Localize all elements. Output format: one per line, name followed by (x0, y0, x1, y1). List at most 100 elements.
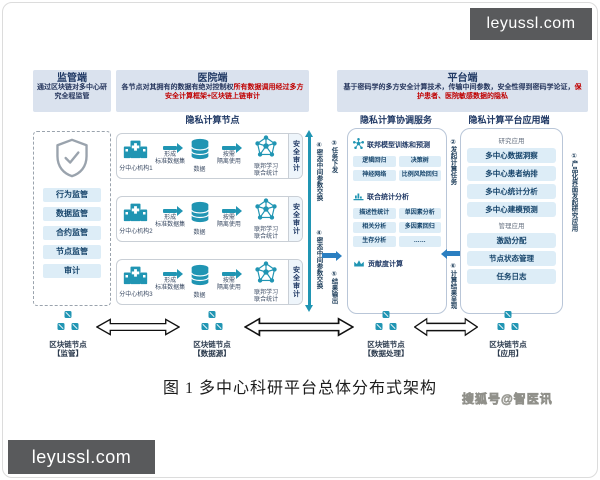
model-section-title: 联邦模型训练和预测 (367, 142, 430, 149)
blockchain-node-app: 区块链节点 【应用】 (478, 310, 538, 358)
regulator-title: 监管端 (57, 73, 87, 84)
blockchain-icon (199, 311, 225, 338)
blockchain-icon (495, 311, 521, 338)
platform-header: 平台端 基于密码学的多方安全计算技术，传输中间参数，安全性得到密码学论证，保护患… (337, 70, 588, 112)
double-arrow-icon (243, 317, 355, 342)
contrib-section-title: 贡献度计算 (368, 261, 403, 268)
security-audit-band: 安全审计 (288, 134, 302, 178)
step-label: 按需 隔离使用 (216, 278, 241, 291)
hospital-desc-red: 所有数据调用经过多方安全计算框架+区块链上链审计 (164, 84, 304, 100)
mgmt-pill: 任务日志 (467, 269, 556, 284)
regulator-item: 审计 (43, 264, 101, 278)
research-pill: 多中心数据洞察 (467, 148, 556, 163)
stats-pill: 描述性统计 (353, 208, 396, 219)
database-icon (190, 264, 210, 291)
watermark-bottom: leyussl.com (8, 440, 155, 474)
hospital-row: 分中心机构3 形成 标准数据集 数据 按需 隔离使用 联邦学习 联合统计 安全审… (116, 259, 303, 305)
shield-check-icon (53, 138, 91, 183)
figure-caption: 图 1 多中心科研平台总体分布式架构 (162, 380, 437, 397)
app-side-panel: 研究应用 多中心数据洞察 多中心患者纳排 多中心统计分析 多中心建模预测 管理应… (460, 128, 563, 314)
node-name: 区块链节点 (49, 340, 87, 349)
mgmt-pill: 节点状态管理 (467, 251, 556, 266)
federated-label: 联邦学习 联合统计 (254, 226, 279, 240)
org-label: 分中心机构3 (119, 292, 153, 298)
research-group-label: 研究应用 (498, 138, 525, 145)
regulator-desc: 通过区块链对多中心研究全程监管 (37, 84, 107, 100)
regulator-item: 数据监管 (43, 207, 101, 221)
double-arrow-icon (413, 317, 479, 342)
flow-label-param-exchange-top: ④密态中间参数交换 (315, 141, 322, 201)
federated-network-icon (254, 260, 278, 288)
org-label: 分中心机构1 (119, 166, 153, 172)
research-pill: 多中心建模预测 (467, 202, 556, 217)
task-flow-arrow-left (447, 251, 460, 256)
regulator-item: 合约监管 (43, 226, 101, 240)
watermark-text: leyussl.com (486, 15, 576, 32)
node-name: 区块链节点 (367, 340, 405, 349)
node-name: 区块链节点 (489, 340, 527, 349)
data-label: 数据 (193, 293, 206, 299)
step-label: 形成 标准数据集 (155, 152, 186, 165)
step-label: 形成 标准数据集 (155, 215, 186, 228)
hospital-desc: 各节点对其拥有的数据有绝对控制权所有数据调用经过多方安全计算框架+区块链上链审计 (120, 84, 305, 101)
federated-network-icon (254, 134, 278, 162)
flow-label-param-exchange-bottom: ④密态中间参数交换 (315, 229, 322, 289)
flow-label-result-present: ⑥计算结果呈现 (449, 262, 456, 309)
step-label: 按需 隔离使用 (216, 215, 241, 228)
task-flow-arrow-right (322, 253, 336, 258)
mgmt-pill: 激励分配 (467, 233, 556, 248)
arrow-right-icon (163, 272, 178, 276)
privacy-node-subtitle: 隐私计算节点 (185, 115, 240, 125)
blockchain-node-datasource: 区块链节点 【数据源】 (182, 310, 242, 358)
flow-label-product-ui: ①产品化界面发起研究应用 (570, 152, 577, 232)
platform-desc: 基于密码学的多方安全计算技术，传输中间参数，安全性得到密码学论证，保护患者、医院… (341, 84, 584, 101)
node-role: 【数据处理】 (363, 349, 409, 358)
data-label: 数据 (193, 230, 206, 236)
hospital-title: 医院端 (197, 73, 228, 84)
platform-title: 平台端 (447, 73, 478, 84)
regulator-panel: 行为监管 数据监管 合约监管 节点监管 审计 (33, 131, 111, 306)
watermark-top: leyussl.com (470, 8, 592, 40)
node-name: 区块链节点 (193, 340, 231, 349)
double-arrow-icon (95, 317, 181, 342)
federated-network-icon (254, 197, 278, 225)
database-icon (190, 138, 210, 165)
flow-label-launch-task: ②发起计算任务 (449, 138, 456, 185)
model-pill: 比例风险回归 (398, 170, 441, 181)
security-audit-band: 安全审计 (288, 260, 302, 304)
hospital-desc-plain: 各节点对其拥有的数据有绝对控制权 (121, 84, 234, 91)
crown-icon (353, 255, 365, 273)
hospital-header: 医院端 各节点对其拥有的数据有绝对控制权所有数据调用经过多方安全计算框架+区块链… (116, 70, 309, 112)
stats-pill: 生存分析 (353, 236, 396, 247)
coord-service-panel: 联邦模型训练和预测 逻辑回归 决策树 神经网络 比例风险回归 联合统计分析 描述… (347, 128, 447, 314)
node-role: 【监管】 (53, 349, 83, 358)
step-label: 形成 标准数据集 (155, 278, 186, 291)
model-pill: 神经网络 (353, 170, 396, 181)
node-role: 【数据源】 (193, 349, 231, 358)
arrow-right-icon (221, 272, 236, 276)
app-side-subtitle: 隐私计算平台应用端 (468, 115, 550, 125)
hospital-building-icon (122, 139, 149, 164)
blockchain-icon (373, 311, 399, 338)
bar-chart-icon (353, 188, 364, 206)
regulator-item: 行为监管 (43, 188, 101, 202)
flow-label-result-output: ⑤结果输出 (330, 270, 337, 304)
arrow-right-icon (163, 146, 178, 150)
federated-label: 联邦学习 联合统计 (254, 163, 279, 177)
mgmt-group-label: 管理应用 (498, 223, 525, 230)
org-label: 分中心机构2 (119, 229, 153, 235)
stats-pill: …… (398, 236, 441, 247)
hospital-building-icon (122, 202, 149, 227)
watermark-text: leyussl.com (31, 446, 132, 467)
stats-pill: 单因素分析 (398, 208, 441, 219)
node-role: 【应用】 (493, 349, 523, 358)
stats-section-title: 联合统计分析 (367, 194, 409, 201)
database-icon (190, 201, 210, 228)
security-audit-band: 安全审计 (288, 197, 302, 241)
platform-desc-plain: 基于密码学的多方安全计算技术，传输中间参数，安全性得到密码学论证， (343, 84, 575, 91)
hospital-row: 分中心机构1 形成 标准数据集 数据 按需 隔离使用 联邦学习 联合统计 安全审… (116, 133, 303, 179)
research-pill: 多中心患者纳排 (467, 166, 556, 181)
arrow-right-icon (221, 146, 236, 150)
param-exchange-double-arrow (308, 137, 311, 305)
